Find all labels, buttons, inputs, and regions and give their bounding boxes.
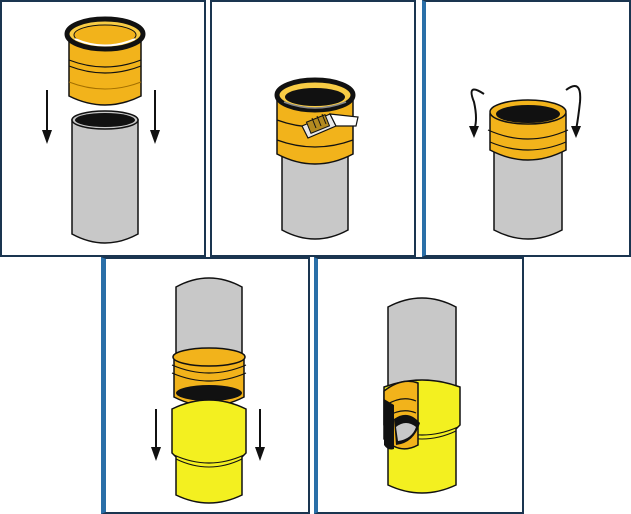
coupling-ring <box>171 347 247 407</box>
folded-coupling <box>487 99 569 161</box>
step-2-illustration <box>274 77 359 240</box>
step-4-panel <box>101 257 310 514</box>
down-arrow-icon <box>150 90 160 144</box>
pipe <box>175 277 243 360</box>
pipe <box>281 151 349 240</box>
coupling-ring <box>64 16 146 106</box>
pipe <box>71 110 139 244</box>
step-4-illustration <box>151 277 265 504</box>
down-arrow-icon <box>42 90 52 144</box>
down-arrow-icon <box>255 409 265 461</box>
yellow-sleeve <box>171 399 247 504</box>
step-5-panel <box>314 257 524 514</box>
step-3-panel <box>422 0 631 257</box>
down-arrow-icon <box>151 409 161 461</box>
curved-arrow-icon <box>565 85 582 138</box>
step-1-panel <box>0 0 206 257</box>
step-1-illustration <box>42 16 160 244</box>
curved-arrow-icon <box>469 88 485 138</box>
pipe <box>493 151 563 240</box>
pipe <box>387 297 457 400</box>
step-3-illustration <box>469 85 582 240</box>
clamp-screw <box>301 113 359 139</box>
cutaway-coupling <box>383 380 420 450</box>
step-5-illustration <box>383 297 461 494</box>
step-2-panel <box>210 0 416 257</box>
